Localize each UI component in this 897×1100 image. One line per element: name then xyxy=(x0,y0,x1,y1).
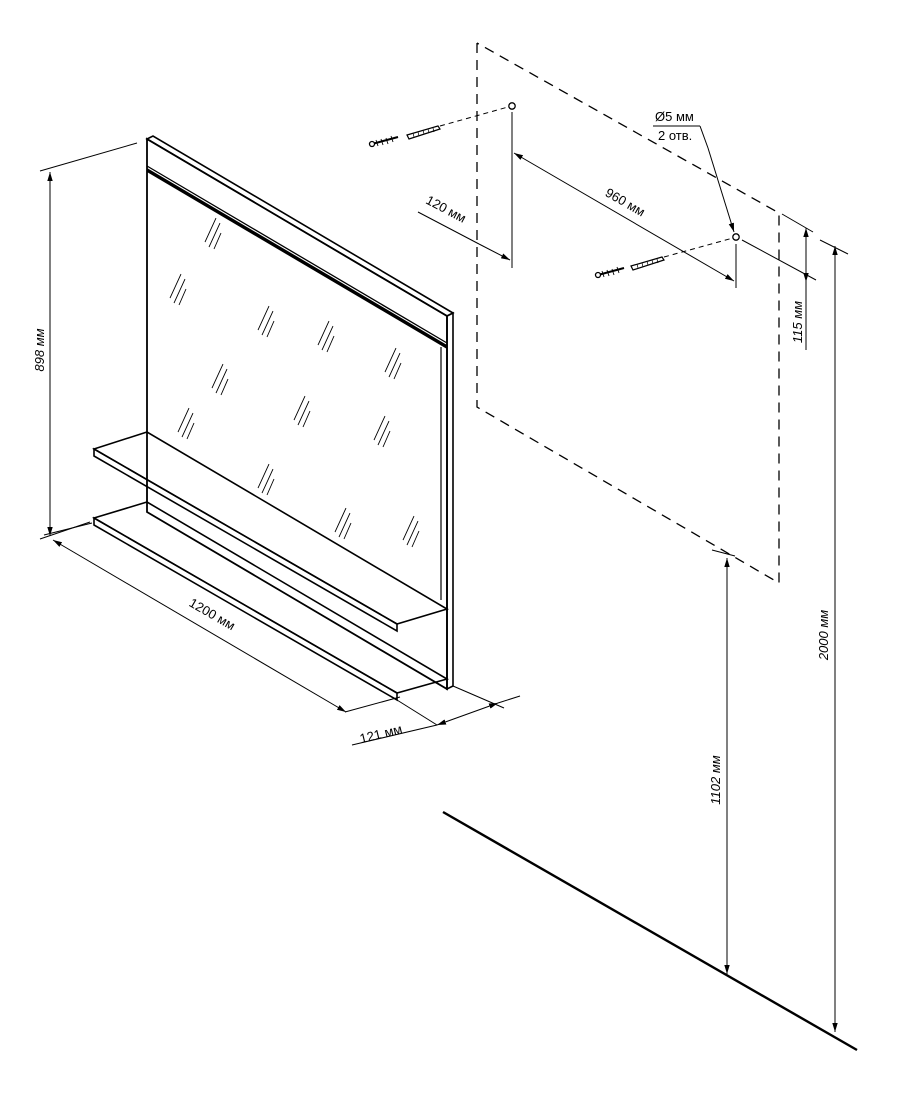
hole-diameter-callout: Ø5 мм 2 отв. xyxy=(653,109,735,233)
width-dimension: 1200 мм xyxy=(43,522,401,713)
width-label: 1200 мм xyxy=(187,595,238,633)
mount-hole-right xyxy=(732,233,740,241)
cabinet-front-panel xyxy=(146,137,448,691)
cabinet-top-panel xyxy=(145,135,455,317)
hole-offset-dimension: 120 мм xyxy=(417,112,513,268)
floor-line xyxy=(442,810,858,1052)
mirror-top-strip xyxy=(147,168,447,349)
lower-shelf xyxy=(91,501,450,702)
hole-spacing-label: 960 мм xyxy=(603,185,648,220)
mirror-glare-icon xyxy=(169,217,420,548)
hole-count-label: 2 отв. xyxy=(658,128,692,143)
hole-offset-label: 120 мм xyxy=(424,192,469,226)
hole-drop-label: 115 мм xyxy=(790,301,805,343)
hole-diameter-label: Ø5 мм xyxy=(655,109,694,124)
screw-icon xyxy=(368,135,625,279)
mount-hole-left xyxy=(508,102,516,110)
height-label: 898 мм xyxy=(32,328,47,371)
height-dimension: 898 мм xyxy=(32,142,138,540)
top-height-label: 2000 мм xyxy=(816,610,831,661)
bottom-height-label: 1102 мм xyxy=(708,755,723,804)
depth-label: 121 мм xyxy=(358,721,404,746)
hole-spacing-dimension: 960 мм xyxy=(513,152,737,288)
hole-drop-dimension: 115 мм xyxy=(741,213,817,350)
mirror-cabinet xyxy=(91,135,455,702)
top-height-dimension: 2000 мм xyxy=(816,239,849,1032)
depth-dimension: 121 мм xyxy=(351,685,521,746)
bottom-height-dimension: 1102 мм xyxy=(708,549,736,974)
wall-outline xyxy=(476,42,780,585)
